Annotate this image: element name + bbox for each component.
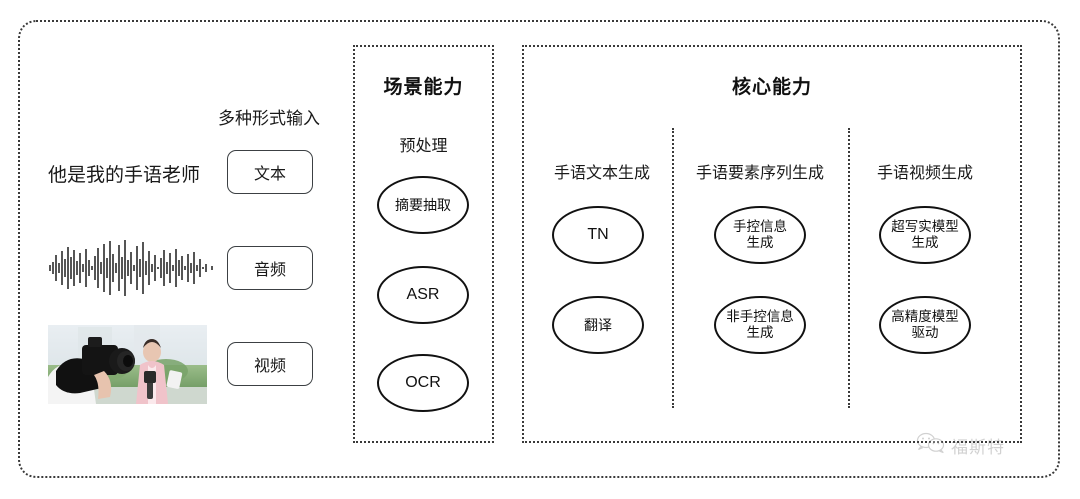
node-non-manual-feature-generation-line2: 生成 xyxy=(746,325,774,340)
modality-chip-audio-label: 音频 xyxy=(253,262,286,279)
node-ocr-label: OCR xyxy=(405,373,441,391)
outer-frame xyxy=(18,20,1060,478)
wechat-logo-icon xyxy=(916,432,946,459)
node-high-precision-model-driving-line2: 驱动 xyxy=(911,325,939,340)
modality-chip-audio[interactable]: 音频 xyxy=(227,246,313,290)
node-manual-feature-generation[interactable]: 手控信息 生成 xyxy=(714,206,806,264)
node-ocr[interactable]: OCR xyxy=(377,354,469,412)
scene-capability-panel: 场景能力 预处理 xyxy=(353,45,494,443)
node-high-precision-model-driving-line1: 高精度模型 xyxy=(891,309,959,325)
watermark-text: 福斯特 xyxy=(951,438,1005,457)
node-non-manual-feature-generation-line1: 非手控信息 xyxy=(726,309,794,325)
modality-chip-video-label: 视频 xyxy=(253,358,286,375)
node-tn-label: TN xyxy=(587,225,609,243)
node-summary-extraction-label: 摘要抽取 xyxy=(395,196,451,213)
node-high-precision-model-driving[interactable]: 高精度模型 驱动 xyxy=(879,296,971,354)
node-asr[interactable]: ASR xyxy=(377,266,469,324)
node-photorealistic-model-generation-line2: 生成 xyxy=(911,235,939,250)
modality-chip-video[interactable]: 视频 xyxy=(227,342,313,386)
node-summary-extraction[interactable]: 摘要抽取 xyxy=(377,176,469,234)
node-manual-feature-generation-line2: 生成 xyxy=(746,235,774,250)
modality-chip-text-label: 文本 xyxy=(253,166,286,183)
sample-sentence-text: 他是我的手语老师 xyxy=(48,165,201,186)
scene-preprocess-label: 预处理 xyxy=(399,138,448,155)
node-manual-feature-generation-line1: 手控信息 xyxy=(733,219,787,235)
node-non-manual-feature-generation[interactable]: 非手控信息 生成 xyxy=(714,296,806,354)
watermark: 福斯特 xyxy=(916,432,1005,459)
core-column-divider-1 xyxy=(672,128,674,408)
core-column-header-element-sequence: 手语要素序列生成 xyxy=(695,165,824,182)
scene-capability-title: 场景能力 xyxy=(383,77,464,98)
node-translation[interactable]: 翻译 xyxy=(552,296,644,354)
audio-waveform-icon xyxy=(45,238,217,298)
node-asr-label: ASR xyxy=(406,285,440,303)
node-photorealistic-model-generation[interactable]: 超写实模型 生成 xyxy=(879,206,971,264)
modality-chip-text[interactable]: 文本 xyxy=(227,150,313,194)
core-column-header-text-generation: 手语文本生成 xyxy=(553,165,650,182)
node-tn[interactable]: TN xyxy=(552,206,644,264)
video-thumbnail-icon xyxy=(48,325,207,404)
core-capability-title: 核心能力 xyxy=(731,77,812,98)
node-translation-label: 翻译 xyxy=(584,316,612,333)
node-photorealistic-model-generation-line1: 超写实模型 xyxy=(891,219,959,235)
core-column-header-video-generation: 手语视频生成 xyxy=(876,165,973,182)
input-section-heading: 多种形式输入 xyxy=(218,109,320,128)
core-capability-panel: 核心能力 xyxy=(522,45,1022,443)
core-column-divider-2 xyxy=(848,128,850,408)
